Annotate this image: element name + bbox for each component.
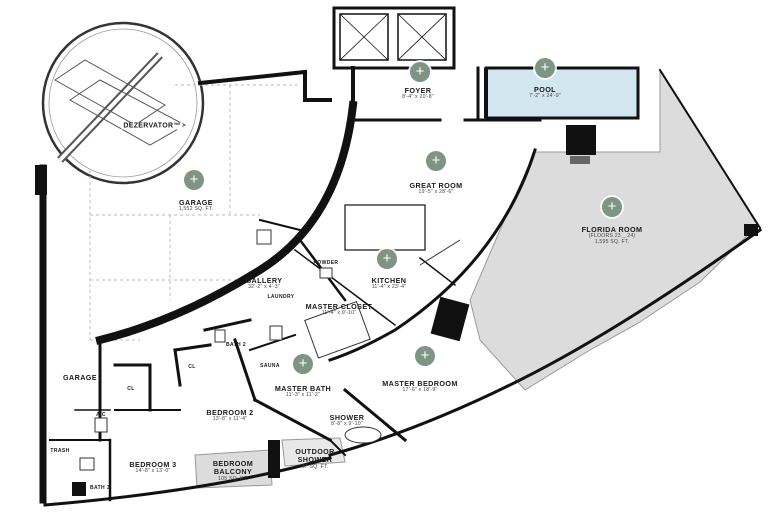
room-area: 1,595 SQ. FT. <box>594 239 630 246</box>
room-name: GREAT ROOM <box>409 181 463 190</box>
small-label-powder: POWDER <box>313 260 339 267</box>
small-label-text: CL <box>188 364 196 370</box>
room-label-garage-small: GARAGE <box>63 373 97 382</box>
small-label-trash: TRASH <box>50 448 70 455</box>
room-dimensions: 19'-5" x 28'-6" <box>418 189 454 196</box>
room-name: FOYER <box>404 86 432 95</box>
balcony-area <box>194 449 273 489</box>
small-label-text: POWDER <box>313 260 339 266</box>
room-name-line2: BALCONY <box>213 467 253 477</box>
dezervator-label: DEZERVATOR™ <box>121 122 183 130</box>
room-label-florida-room: FLORIDA ROOM(FLOORS 23 _ 24)1,595 SQ. FT… <box>581 225 643 246</box>
room-dimensions: 11'-3" x 11'-2" <box>285 392 321 399</box>
room-dimensions: 1,552 SQ. FT. <box>178 206 214 213</box>
fixtures <box>79 229 461 471</box>
room-name: GARAGE <box>179 198 213 207</box>
room-dimensions: 7'-2" x 24'-9" <box>529 93 561 100</box>
small-label-laundry: LAUNDRY <box>267 294 295 301</box>
room-dimensions: 105 SQ. FT. <box>218 475 248 482</box>
room-dimensions: 8'-4" x 20'-8" <box>402 94 434 101</box>
room-name-line2: SHOWER <box>297 455 333 465</box>
room-name: MASTER CLOSET <box>305 302 373 311</box>
florida-room-area <box>469 68 759 391</box>
dezervator <box>41 21 205 185</box>
room-name: FLORIDA ROOM <box>581 225 643 234</box>
hotspot-kitchen-plus-icon[interactable]: + <box>377 249 397 269</box>
hotspot-master-bedroom-plus-icon[interactable]: + <box>415 346 435 366</box>
small-label-text: BATH 3 <box>89 485 111 491</box>
room-dimensions: 11'-4" x 9'-10" <box>321 310 357 317</box>
hotspot-master-bath-plus-icon[interactable]: + <box>293 354 313 374</box>
room-dimensions: 32'-2" x 4'-3" <box>248 284 280 291</box>
room-dimensions: 14'-8" x 13'-0" <box>135 468 171 475</box>
walls <box>35 6 763 507</box>
room-dimensions: 17'-6" x 18'-9" <box>402 387 438 394</box>
room-dimensions: 11'-4" x 23'-4" <box>371 284 407 291</box>
small-label-sauna: SAUNA <box>260 363 280 370</box>
room-name: BEDROOM <box>212 459 254 468</box>
small-label-bath-3: BATH 3 <box>89 485 111 492</box>
small-label-text: TRASH <box>50 448 70 454</box>
hotspot-garage-plus-icon[interactable]: + <box>184 170 204 190</box>
room-dimensions: 8'-8" x 9'-10" <box>331 421 363 428</box>
room-dimensions: 67 SQ. FT. <box>301 463 329 470</box>
room-name: MASTER BEDROOM <box>382 379 458 388</box>
room-name: BEDROOM 2 <box>206 408 254 417</box>
small-label-text: CL <box>127 386 135 392</box>
room-name: BEDROOM 3 <box>129 460 177 469</box>
hotspot-great-room-plus-icon[interactable]: + <box>426 151 446 171</box>
room-dimensions: (FLOORS 23 _ 24) <box>588 233 636 240</box>
room-name: POOL <box>534 85 556 94</box>
room-dimensions: 13'-8" x 11'-4" <box>212 416 248 423</box>
small-label-text: LAUNDRY <box>267 294 295 300</box>
hotspot-pool-plus-icon[interactable]: + <box>535 58 555 78</box>
small-label-text: A/C <box>96 412 106 418</box>
hotspot-foyer-plus-icon[interactable]: + <box>410 62 430 82</box>
room-name: SHOWER <box>329 413 365 422</box>
room-name: GALLERY <box>245 276 283 285</box>
small-label-cl-1: CL <box>127 386 135 393</box>
small-label-text: SAUNA <box>260 363 280 369</box>
hotspot-florida-room-plus-icon[interactable]: + <box>602 197 622 217</box>
room-name: KITCHEN <box>371 276 407 285</box>
small-label-ac: A/C <box>96 412 106 419</box>
small-label-cl-2: CL <box>188 364 196 371</box>
room-name: GARAGE <box>63 373 97 382</box>
small-label-text: BATH 2 <box>225 342 247 348</box>
small-label-bath-2: BATH 2 <box>225 342 247 349</box>
room-name: OUTDOOR <box>295 447 335 456</box>
room-name: MASTER BATH <box>274 384 332 393</box>
